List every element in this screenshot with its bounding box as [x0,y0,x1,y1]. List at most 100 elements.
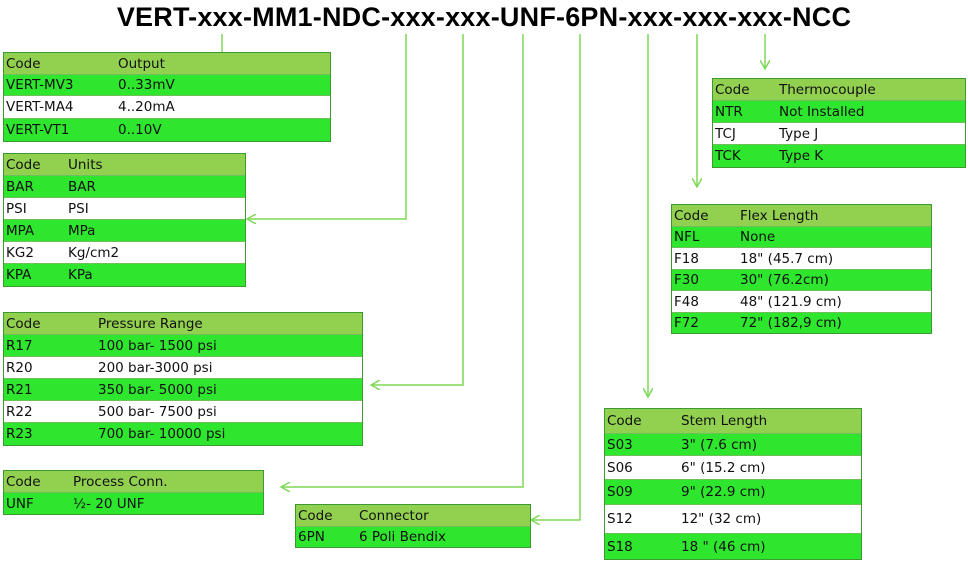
part-number-title: VERT-xxx-MM1-NDC-xxx-xxx-UNF-6PN-xxx-xxx… [116,2,852,32]
arrow-units [248,34,407,219]
value-cell: 18" (45.7 cm) [740,250,834,267]
code-cell: KG2 [6,244,34,261]
process-connection-table: Code Process Conn. UNF ½- 20 UNF [3,470,264,515]
code-cell: F18 [674,250,699,267]
value-cell: 12" (32 cm) [681,511,762,527]
value-cell: 72" (182,9 cm) [740,315,842,331]
arrow-connector [532,34,581,520]
value-cell: Type J [779,125,819,142]
code-cell: S12 [607,511,633,527]
value-cell: Flex Length [740,207,819,224]
code-cell: BAR [6,178,34,195]
code-cell: R21 [6,381,33,398]
table-row: VERT-MV3 0..33mV [4,75,330,96]
code-cell: S03 [607,436,633,453]
code-cell: F48 [674,293,699,310]
table-row: R21 350 bar- 5000 psi [4,379,362,401]
code-cell: S09 [607,484,633,500]
value-cell: 30" (76.2cm) [740,272,829,288]
table-header: Code Stem Length [605,409,861,434]
value-cell: KPa [68,267,93,283]
table-row: F30 30" (76.2cm) [672,270,931,291]
value-cell: ½- 20 UNF [73,495,145,512]
header-code: Code [6,55,41,72]
code-cell: UNF [6,495,34,512]
value-cell: 3" (7.6 cm) [681,436,757,453]
table-row: BAR BAR [4,176,245,198]
value-cell: Stem Length [681,413,768,429]
value-cell: None [740,229,776,245]
output-table: Code Output VERT-MV3 0..33mV VERT-MA4 4.… [3,52,331,142]
value-cell: 100 bar- 1500 psi [98,337,217,354]
code-cell: F30 [674,272,699,288]
header-output: Output [118,55,165,72]
arrow-pressure [372,34,464,385]
table-row: F48 48" (121.9 cm) [672,291,931,313]
code-cell: TCJ [715,125,736,142]
table-row: S09 9" (22.9 cm) [605,480,861,505]
code-cell: S06 [607,459,633,476]
code-cell: R23 [6,426,33,442]
table-row: UNF ½- 20 UNF [4,493,263,514]
table-row: TCK Type K [713,145,965,167]
value-cell: Kg/cm2 [68,244,120,261]
table-row: S12 12" (32 cm) [605,505,861,534]
table-header: Code Flex Length [672,205,931,227]
arrow-process [282,34,524,487]
table-row: S18 18 " (46 cm) [605,534,861,559]
table-row: F18 18" (45.7 cm) [672,248,931,270]
table-row: R22 500 bar- 7500 psi [4,401,362,423]
table-row: TCJ Type J [713,123,965,145]
code-cell: PSI [6,200,27,217]
code-cell: NFL [674,229,700,245]
value-cell: Connector [359,507,429,524]
code-cell: Code [6,315,41,332]
table-header: Code Connector [296,505,530,527]
table-row: MPA MPa [4,220,245,242]
table-row: R20 200 bar-3000 psi [4,357,362,379]
table-row: VERT-MA4 4..20mA [4,96,330,119]
value-cell: 9" (22.9 cm) [681,484,766,500]
value-cell: 0..33mV [118,77,175,93]
thermocouple-table: Code Thermocouple NTR Not Installed TCJ … [712,78,966,168]
table-row: VERT-VT1 0..10V [4,119,330,141]
code-cell: VERT-VT1 [6,122,70,138]
value-cell: 0..10V [118,122,162,138]
code-cell: Code [607,413,642,429]
value-cell: Not Installed [779,103,865,120]
value-cell: Process Conn. [73,473,168,490]
value-cell: 48" (121.9 cm) [740,293,842,310]
value-cell: 500 bar- 7500 psi [98,403,217,420]
value-cell: 4..20mA [118,99,175,115]
table-row: KPA KPa [4,264,245,286]
code-cell: Code [715,81,750,98]
table-row: R17 100 bar- 1500 psi [4,335,362,357]
value-cell: BAR [68,178,96,195]
code-cell: NTR [715,103,743,120]
code-cell: 6PN [298,529,325,545]
value-cell: 6 Poli Bendix [359,529,447,545]
table-header: Code Process Conn. [4,471,263,493]
code-cell: R17 [6,337,33,354]
value-cell: Pressure Range [98,315,203,332]
value-cell: 18 " (46 cm) [681,538,766,555]
units-table: Code Units BAR BAR PSI PSI MPA MPa KG2 K… [3,153,246,287]
table-row: R23 700 bar- 10000 psi [4,423,362,445]
table-row: PSI PSI [4,198,245,220]
code-cell: Code [6,156,41,173]
value-cell: Units [68,156,103,173]
value-cell: PSI [68,200,89,217]
code-cell: F72 [674,315,699,331]
code-cell: Code [674,207,709,224]
code-cell: R22 [6,403,33,420]
code-cell: VERT-MV3 [6,77,74,93]
value-cell: 700 bar- 10000 psi [98,426,226,442]
table-header: Code Units [4,154,245,176]
table-header: Code Output [4,53,330,75]
table-header: Code Pressure Range [4,313,362,335]
code-cell: MPA [6,222,35,239]
table-header: Code Thermocouple [713,79,965,101]
code-cell: KPA [6,267,32,283]
flex-length-table: Code Flex Length NFL None F18 18" (45.7 … [671,204,932,334]
